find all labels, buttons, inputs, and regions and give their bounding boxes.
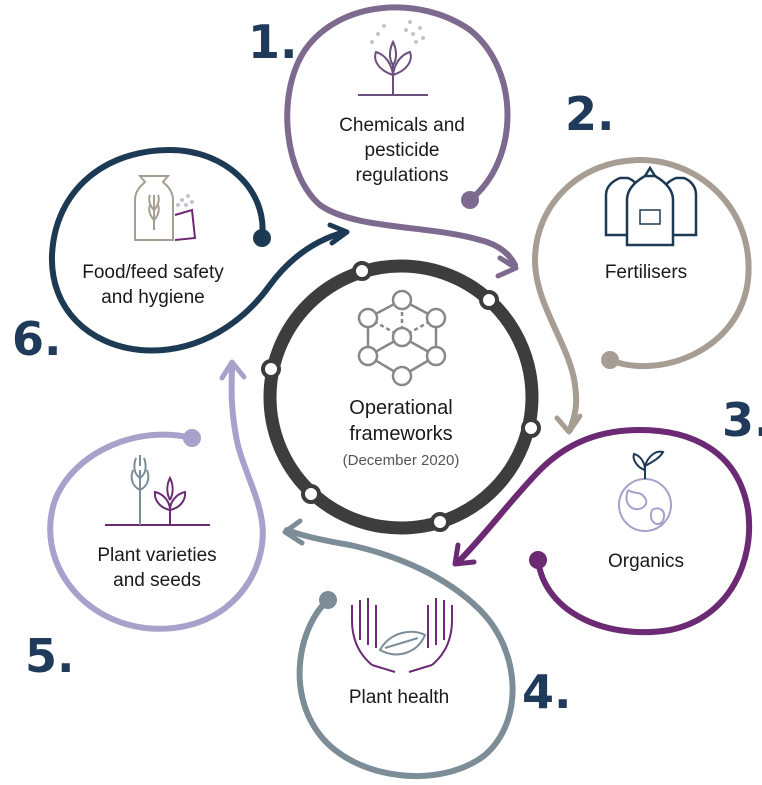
step-3-end-dot [529,551,547,569]
wheat-seedling-icon [105,455,210,526]
step-5-arrowhead [219,359,247,381]
step-5-end-dot [183,429,201,447]
step-2-label: Fertilisers [605,262,687,283]
step-6-food-safety: 6. Food/feed safety and hygiene [12,146,350,366]
step-4-end-dot [319,591,337,609]
step-3-organics: 3. Organics [452,393,762,636]
step-3-label: Organics [608,551,684,572]
step-4-plant-health: 4. Plant health [282,518,571,780]
globe-sprout-icon [618,450,672,532]
hands-leaf-icon [351,598,453,673]
sack-scoop-icon [134,175,197,241]
ring-nodes [261,261,541,532]
step-6-end-dot [253,229,271,247]
step-3-loop [457,426,753,636]
fertiliser-bags-icon [604,165,698,247]
step-1-loop [284,4,518,268]
center-title-line-2: frameworks [349,423,452,445]
ring-node [479,290,499,310]
step-3-arrowhead [452,542,477,567]
step-2-arrowhead [554,413,583,435]
center-subtitle: (December 2020) [343,452,460,469]
step-4-arrowhead [282,518,305,546]
step-2-loop [531,156,752,433]
step-2-number: 2. [565,87,614,141]
step-5-label-line-2: and seeds [113,570,201,591]
step-1-label-line-2: pesticide [365,140,440,161]
step-5-plant-varieties: 5. Plant varieties and seeds [25,359,266,683]
step-2-fertilisers: 2. Fertilisers [531,87,752,435]
step-4-loop [284,527,516,780]
step-6-loop [48,146,348,354]
ring-node [521,418,541,438]
step-5-number: 5. [25,629,74,683]
step-6-arrowhead [327,222,350,246]
step-4-number: 4. [522,665,571,719]
ring-node [261,359,281,379]
ring-node [301,484,321,504]
plant-spray-icon [358,20,428,96]
step-5-loop [47,362,266,632]
step-4-label: Plant health [349,687,449,708]
ring-node [430,512,450,532]
step-6-label-line-2: and hygiene [101,287,205,308]
step-1-end-dot [461,191,479,209]
center-ring [263,259,539,535]
molecule-network-icon [357,289,447,387]
step-5-label-line-1: Plant varieties [97,545,216,566]
step-6-number: 6. [12,312,61,366]
step-1-number: 1. [248,15,297,69]
step-1-chemicals: 1. Chemicals and pesticide regulations [248,4,519,279]
center-hub: Operational frameworks (December 2020) [261,259,541,535]
step-2-end-dot [601,351,619,369]
ring-node [352,261,372,281]
step-1-label-line-1: Chemicals and [339,115,465,136]
step-1-label-line-3: regulations [356,165,449,186]
step-6-label-line-1: Food/feed safety [82,262,224,283]
step-1-arrowhead [495,255,519,279]
center-title-line-1: Operational [349,397,452,419]
step-3-number: 3. [722,393,762,447]
